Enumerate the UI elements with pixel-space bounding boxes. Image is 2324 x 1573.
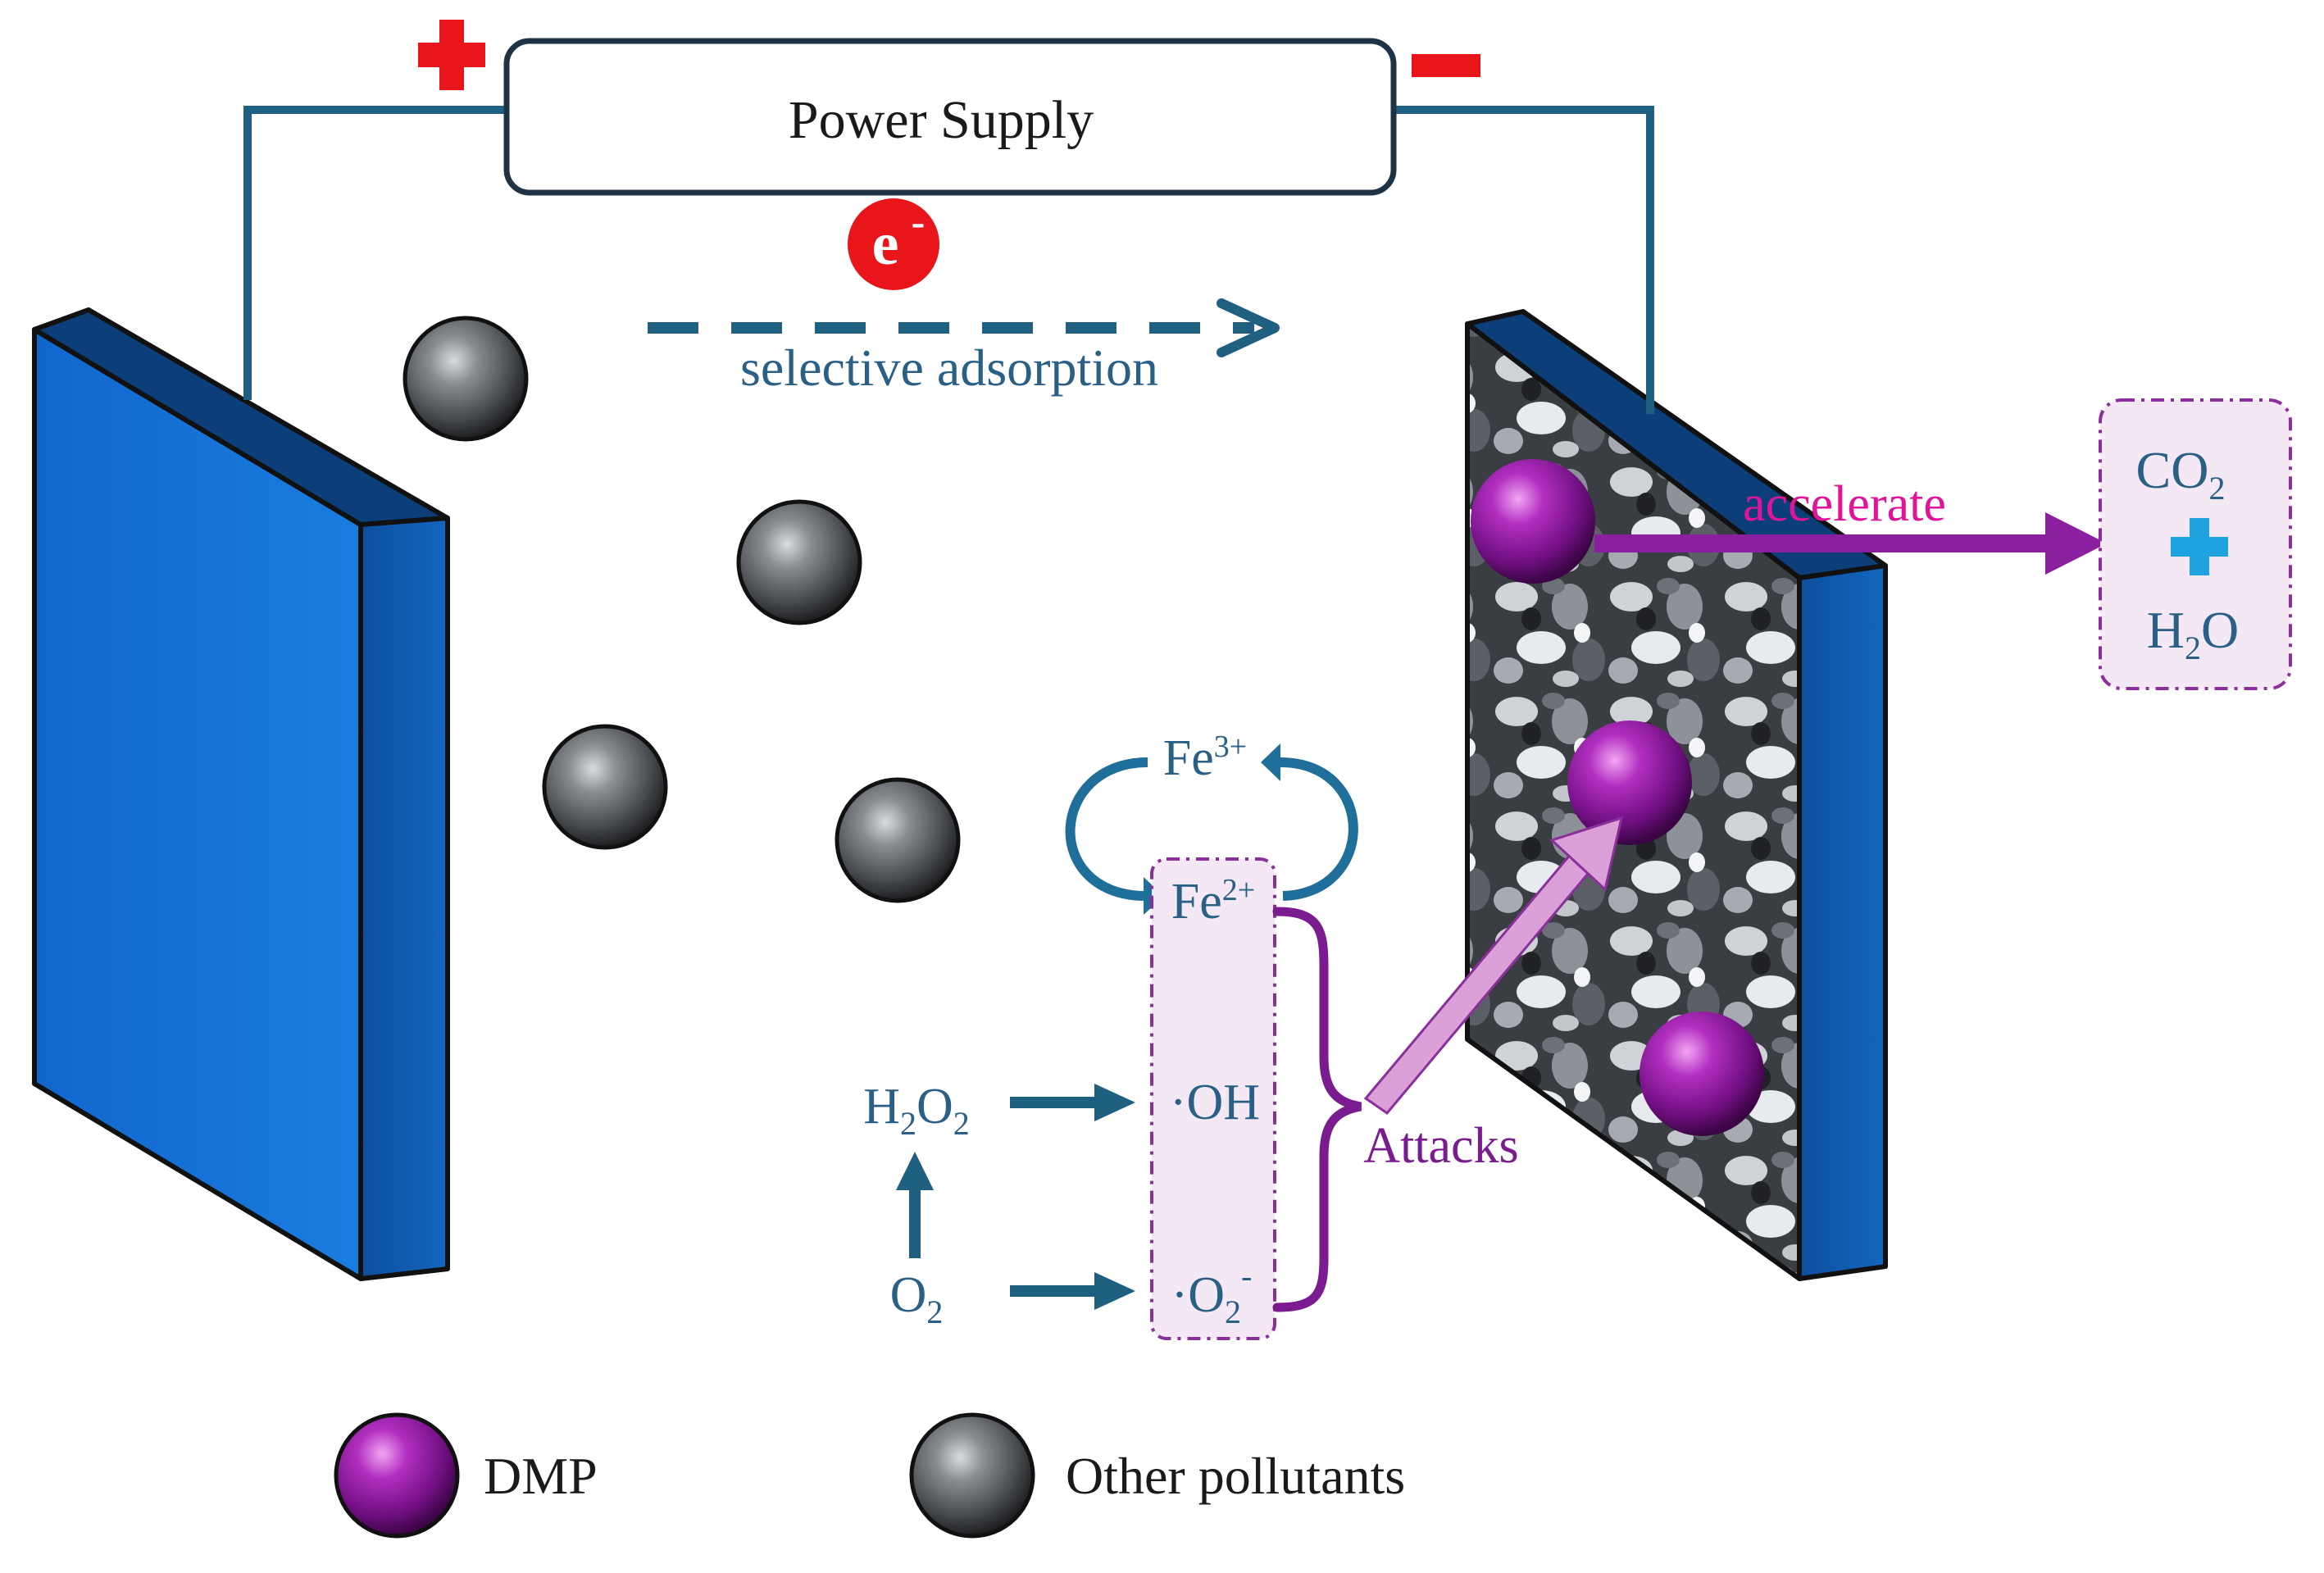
gray-sphere xyxy=(736,499,862,625)
dmp-spheres xyxy=(1471,459,1764,1136)
purple-sphere xyxy=(1567,721,1692,845)
legend-dmp-label: DMP xyxy=(484,1447,598,1505)
o2-label: O2 xyxy=(890,1267,944,1330)
power-supply-label: Power Supply xyxy=(789,90,1094,150)
legend-other-sphere xyxy=(909,1412,1035,1539)
circuit-wires xyxy=(243,106,1654,414)
legend-dmp-sphere xyxy=(334,1412,460,1539)
attacks-arrow xyxy=(1363,816,1624,1116)
electron-charge: - xyxy=(912,198,926,244)
gray-sphere xyxy=(542,724,668,850)
plus-icon xyxy=(2171,518,2228,575)
accelerate-arrow: accelerate xyxy=(1594,476,2107,575)
other-pollutant-spheres xyxy=(402,316,961,903)
attacks-brace xyxy=(1272,907,1362,1312)
selective-adsorption-arrow: selective adsorption xyxy=(648,298,1280,397)
attacks-label: Attacks xyxy=(1363,1118,1518,1174)
gray-sphere xyxy=(835,777,961,903)
legend: DMP Other pollutants xyxy=(334,1412,1405,1539)
fe3-label: Fe3+ xyxy=(1163,730,1247,786)
legend-other-label: Other pollutants xyxy=(1066,1447,1405,1505)
reaction-arrows xyxy=(896,1084,1135,1310)
products-box: CO2 H2O xyxy=(2099,398,2292,690)
power-supply: Power Supply xyxy=(503,38,1397,196)
hydroxyl-radical-label: ·OH xyxy=(1170,1075,1260,1130)
positive-terminal-sign xyxy=(418,20,485,90)
h2o-label: H2O xyxy=(2147,601,2239,666)
iron-redox-cycle: Fe3+ xyxy=(1065,730,1358,915)
radical-box xyxy=(1150,857,1276,1340)
purple-sphere xyxy=(1640,1012,1764,1136)
electron-symbol: e xyxy=(872,211,899,278)
selective-adsorption-label: selective adsorption xyxy=(740,339,1158,397)
left-electrode xyxy=(32,307,450,1281)
accelerate-label: accelerate xyxy=(1743,476,1946,532)
negative-terminal-sign xyxy=(1412,54,1480,77)
gray-sphere xyxy=(402,316,529,442)
purple-sphere xyxy=(1471,459,1595,584)
fe2-label: Fe2+ xyxy=(1171,873,1255,930)
superoxide-radical-label: ·O2- xyxy=(1171,1257,1253,1330)
co2-label: CO2 xyxy=(2136,441,2226,507)
electron-badge: e - xyxy=(848,198,939,290)
h2o2-label: H2O2 xyxy=(863,1079,970,1142)
